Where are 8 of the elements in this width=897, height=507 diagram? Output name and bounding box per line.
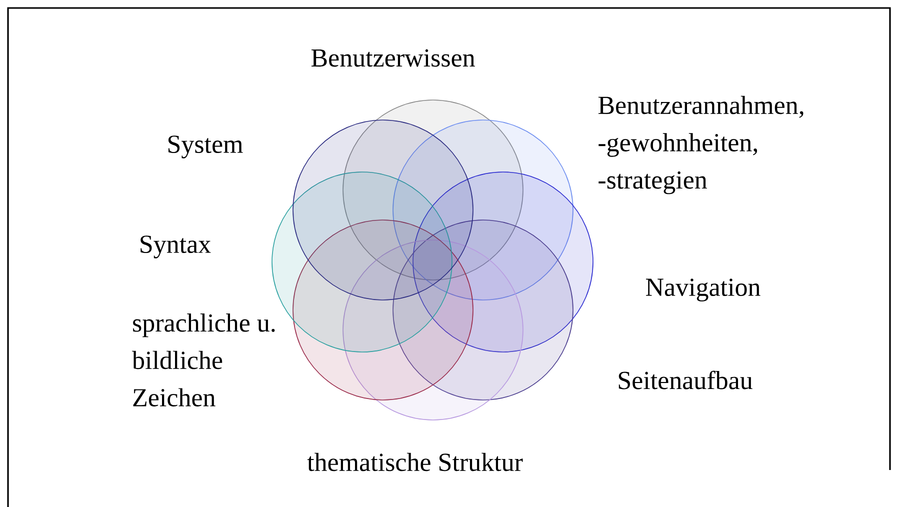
label: Benutzerwissen — [311, 49, 475, 67]
label: System — [168, 136, 243, 158]
label: Benutzerannahmen, -gewohnheiten, -strategien — [598, 96, 804, 194]
label: Seitenaufbau — [618, 370, 752, 390]
label: thematische Struktur — [307, 452, 523, 472]
label: Syntax — [140, 236, 211, 258]
label: Navigation — [646, 278, 760, 302]
label: sprachliche u. bildliche Zeichen — [132, 314, 275, 406]
